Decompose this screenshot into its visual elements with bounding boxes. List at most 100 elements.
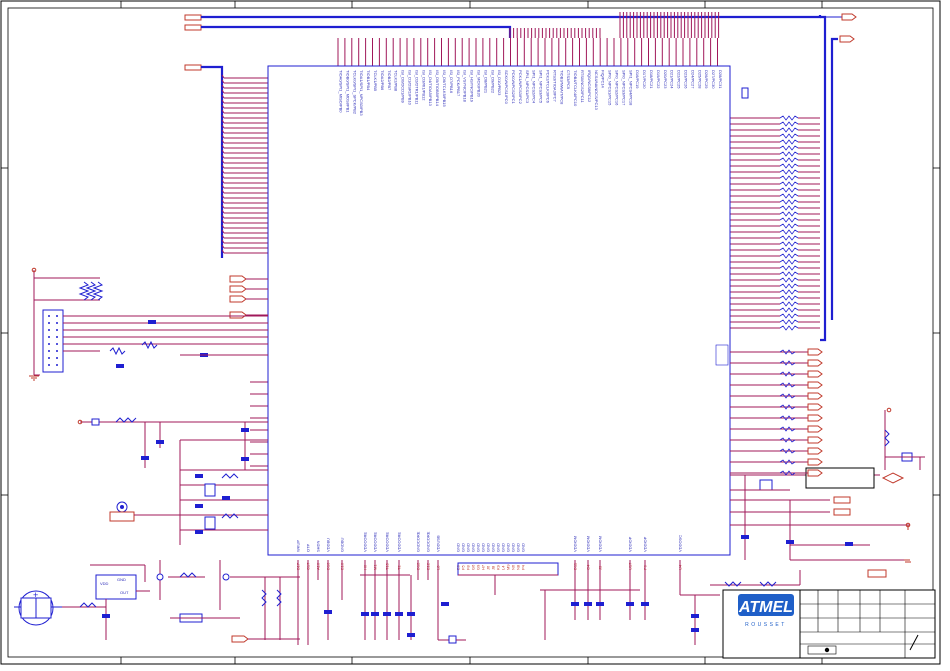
signal-port	[807, 370, 823, 378]
address-bus-fanout-left	[221, 74, 268, 467]
mcu-pin-label: D20/PC23	[663, 70, 668, 89]
series-resistor	[779, 371, 796, 377]
series-resistor	[779, 295, 799, 301]
mcu-pin-number: M9	[506, 564, 511, 570]
mcu-pin-label: GND	[496, 543, 501, 552]
bus-entry	[221, 219, 225, 224]
bus-entry	[221, 79, 225, 84]
mcu-pin-label: ISI_D7/PB16	[449, 70, 454, 94]
bus-port	[839, 35, 855, 43]
mcu-pin-label: RTS3/TIOA3/PC7	[552, 70, 557, 102]
mcu-pin-number: N8	[516, 564, 521, 570]
mcu-pin-label: ISI_VSYNC/PB18	[463, 70, 468, 103]
right-pin-fanout	[730, 115, 820, 331]
bus-entry	[221, 119, 225, 124]
series-resistor	[779, 271, 799, 277]
signal-port	[807, 414, 823, 422]
left-signal-ports	[229, 275, 268, 319]
mcu-pin-number: J6	[486, 565, 491, 570]
bus-port	[184, 64, 202, 71]
series-resistor	[779, 319, 799, 325]
mcu-pin-label: VDDCORE	[385, 532, 390, 552]
mcu-pin-label: D21/PC24	[670, 70, 675, 89]
bus-entry	[221, 194, 225, 199]
signal-port	[807, 458, 823, 466]
mcu-pin-label: NCS4/NANDCS/PC13	[594, 70, 599, 111]
series-resistor	[779, 265, 799, 271]
mcu-pin-label: GND	[516, 543, 521, 552]
bus-entry	[221, 184, 225, 189]
signal-port	[807, 403, 823, 411]
mcu-chip-outline	[267, 65, 731, 556]
mcu-pin-label: ISI_D6/TCLK5/PB15	[442, 70, 447, 107]
series-resistor	[779, 199, 799, 205]
mcu-pin-label: PCK0/NPCS2/PC1	[511, 70, 516, 105]
series-resistor	[779, 181, 799, 187]
decoupling-capacitors	[297, 560, 720, 645]
mcu-pin-label: TIOB3/NWAIT/PC8	[559, 70, 564, 105]
svg-text:GND: GND	[117, 577, 126, 582]
mcu-pin-label: VDDIOM	[586, 536, 591, 552]
mcu-pin-label: VDDCORE	[397, 532, 402, 552]
bus-entry	[221, 99, 225, 104]
mcu-pin-number: N6	[511, 564, 516, 570]
series-resistor	[779, 259, 799, 265]
mcu-pin-label: D23/PC26	[684, 70, 689, 89]
series-resistor	[779, 426, 796, 432]
bus-entry	[221, 224, 225, 229]
mcu-pin-label: SPI1_NPCS1/PC3	[525, 70, 530, 104]
bus-entry	[221, 199, 225, 204]
mcu-pin-label: PCK2/TCLK3/PC6	[546, 70, 551, 104]
mcu-pin-label: D19/PC22	[656, 70, 661, 89]
mcu-pin-label: VDDOSC	[678, 535, 683, 552]
jtag-connector	[29, 267, 268, 381]
mcu-pin-label: ISI_D3/RI1/PB12	[421, 70, 426, 101]
mcu-pin-label: CTS3/PC9	[566, 70, 571, 90]
bus-entry	[221, 134, 225, 139]
mcu-pin-label: TIOB4/TCLK4/PC10	[573, 70, 578, 107]
bus-entry	[221, 154, 225, 159]
series-resistor	[779, 193, 799, 199]
mcu-pin-label: VDDIOP	[628, 536, 633, 552]
mcu-pin-label: ISI_PCK/PB17	[456, 70, 461, 97]
signal-port	[807, 392, 823, 400]
mcu-pin-label: GND	[476, 543, 481, 552]
mcu-pin-label: TCLK2/PB8	[394, 70, 399, 92]
mcu-pin-label: ISI_D2/DTR1/PB11	[414, 70, 419, 105]
series-resistor	[779, 289, 799, 295]
bus-entry	[221, 159, 225, 164]
mcu-pin-label: D18/PC21	[649, 70, 654, 89]
mcu-pin-number: K9	[496, 564, 501, 570]
mcu-pin-label: GNDBU	[340, 537, 345, 552]
mcu-pin-label: GND	[466, 543, 471, 552]
mcu-pin-label: GND	[486, 543, 491, 552]
series-resistor	[779, 169, 799, 175]
mcu-pin-label: GND	[461, 543, 466, 552]
top-left-buses	[184, 13, 857, 342]
series-resistor	[779, 404, 796, 410]
bus-entry	[221, 239, 225, 244]
series-resistor	[779, 151, 799, 157]
bus-entry	[221, 209, 225, 214]
mcu-pin-label: VDDIOP	[643, 536, 648, 552]
bus-entry	[221, 179, 225, 184]
series-resistor	[779, 277, 799, 283]
series-resistor	[779, 470, 796, 476]
bus-entry	[221, 189, 225, 194]
bus-entry	[221, 174, 225, 179]
logo-brand: ATMEL	[738, 599, 793, 616]
mcu-pin-label: SHDN	[316, 541, 321, 552]
bus-entry	[221, 204, 225, 209]
mcu-pin-label: IRQ0/NCS6/PC12	[587, 70, 592, 103]
bus-entry	[221, 84, 225, 89]
mcu-pin-label: ISI_D1/DSR1/PB10	[408, 70, 413, 106]
mcu-bottom-pin-labels: WKUPB17OTPC17SHDNA16VDDBUD16GNDBUE16VDDC…	[296, 531, 683, 570]
bus-entry	[221, 74, 225, 79]
bus-entry	[221, 164, 225, 169]
right-side-circuits	[710, 87, 925, 587]
battery-holder: +	[14, 590, 62, 626]
mcu-pin-label: GND	[471, 543, 476, 552]
mcu-pin-label: VDDBU	[326, 538, 331, 552]
mcu-pin-label: D16/PC19	[635, 70, 640, 89]
